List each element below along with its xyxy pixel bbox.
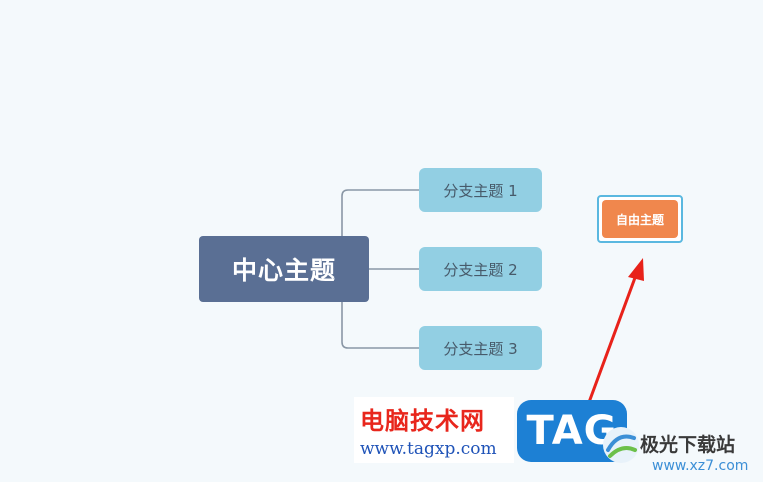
- branch-topic-1[interactable]: 分支主题 1: [419, 168, 542, 212]
- connector-branch-3: [341, 269, 419, 349]
- free-topic[interactable]: 自由主题: [602, 200, 678, 238]
- central-topic-label: 中心主题: [231, 256, 336, 285]
- branch-topic-label: 分支主题 1: [443, 181, 518, 200]
- watermark-site-name: 电脑技术网: [360, 407, 485, 435]
- connector-branch-1: [341, 189, 419, 270]
- annotation-arrow-shaft: [586, 273, 638, 407]
- branch-topic-3[interactable]: 分支主题 3: [419, 326, 542, 370]
- branch-topic-2[interactable]: 分支主题 2: [419, 247, 542, 291]
- watermark-site-url: www.tagxp.com: [360, 439, 497, 459]
- watermark-download-site-url: www.xz7.com: [652, 458, 749, 474]
- aurora-logo-icon: [603, 427, 639, 463]
- watermark-tag-text: TAG: [526, 408, 618, 454]
- free-topic-label: 自由主题: [615, 212, 664, 227]
- central-topic[interactable]: 中心主题: [199, 236, 369, 302]
- annotation-arrow-head: [628, 258, 644, 281]
- watermark-site: 电脑技术网 www.tagxp.com: [354, 397, 514, 463]
- free-topic-selection[interactable]: 自由主题: [597, 195, 683, 243]
- watermark-download-site-name: 极光下载站: [640, 434, 736, 456]
- branch-topic-label: 分支主题 3: [443, 339, 518, 358]
- branch-topic-label: 分支主题 2: [443, 260, 518, 279]
